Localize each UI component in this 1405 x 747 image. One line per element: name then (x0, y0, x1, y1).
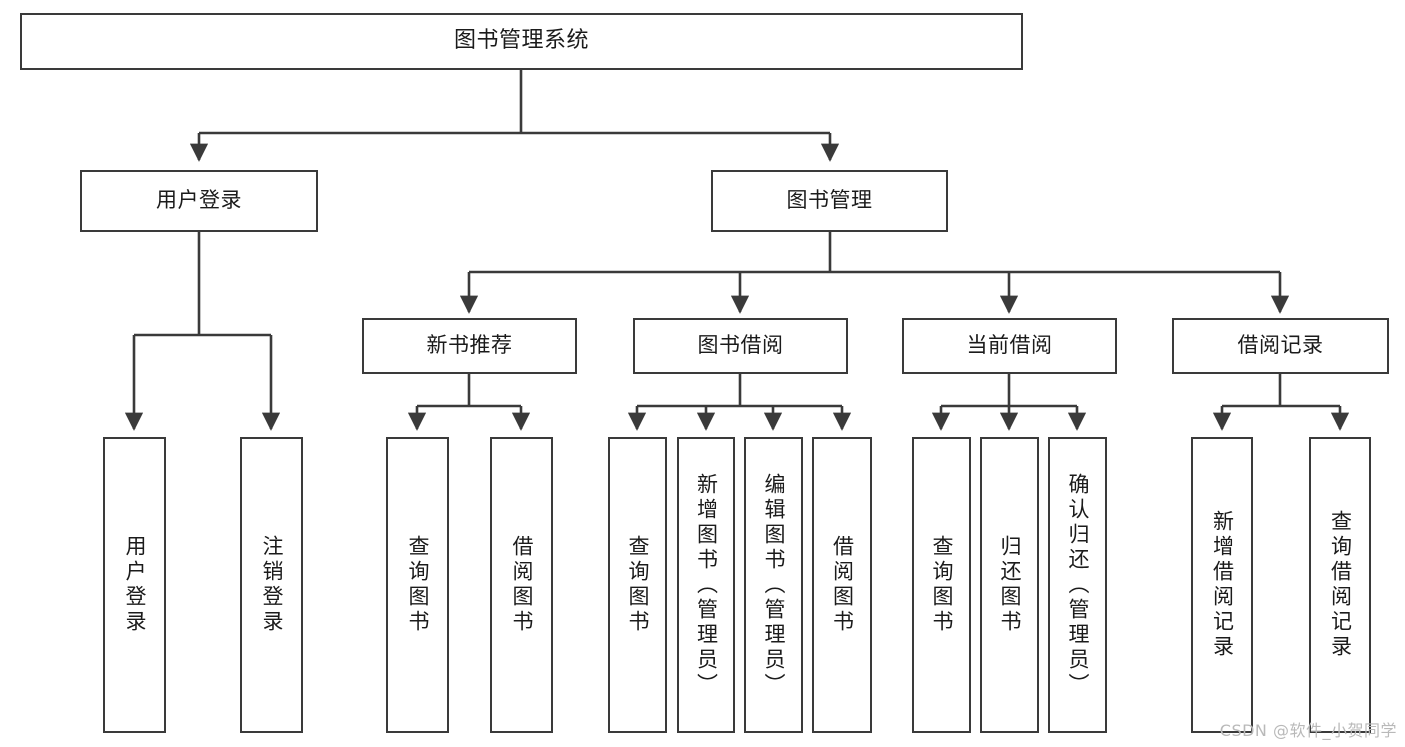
leaf-record-query-borrow-record[interactable]: 查询借阅记录 (1309, 437, 1371, 733)
node-label: 借阅记录 (1237, 333, 1324, 358)
node-borrow-record[interactable]: 借阅记录 (1172, 318, 1389, 374)
leaf-borrow-borrow-book[interactable]: 借阅图书 (812, 437, 872, 733)
leaf-current-confirm-return-admin[interactable]: 确认归还（管理员） (1048, 437, 1107, 733)
leaf-borrow-edit-book-admin[interactable]: 编辑图书（管理员） (744, 437, 803, 733)
node-root-book-management-system[interactable]: 图书管理系统 (20, 13, 1023, 70)
leaf-user-login-signin[interactable]: 用户登录 (103, 437, 166, 733)
node-label: 新增图书（管理员） (694, 472, 719, 698)
node-current-borrow[interactable]: 当前借阅 (902, 318, 1117, 374)
node-label: 新增借阅记录 (1210, 510, 1235, 660)
node-label: 借阅图书 (510, 535, 534, 635)
node-label: 用户登录 (156, 188, 242, 213)
node-label: 查询图书 (626, 535, 650, 635)
node-label: 图书管理 (786, 188, 873, 213)
node-label: 确认归还（管理员） (1066, 472, 1090, 698)
node-label: 编辑图书（管理员） (762, 472, 786, 698)
leaf-current-return-book[interactable]: 归还图书 (980, 437, 1039, 733)
node-book-management[interactable]: 图书管理 (711, 170, 948, 232)
node-label: 归还图书 (998, 535, 1022, 635)
leaf-recommend-borrow-book[interactable]: 借阅图书 (490, 437, 553, 733)
leaf-borrow-query-book[interactable]: 查询图书 (608, 437, 667, 733)
node-label: 查询图书 (406, 535, 430, 635)
node-label: 当前借阅 (966, 333, 1053, 358)
leaf-borrow-add-book-admin[interactable]: 新增图书（管理员） (677, 437, 735, 733)
node-new-book-recommend[interactable]: 新书推荐 (362, 318, 577, 374)
node-label: 图书管理系统 (453, 28, 589, 54)
leaf-user-login-signout[interactable]: 注销登录 (240, 437, 303, 733)
leaf-record-add-borrow-record[interactable]: 新增借阅记录 (1191, 437, 1253, 733)
node-label: 查询图书 (930, 535, 954, 635)
node-label: 查询借阅记录 (1328, 510, 1353, 660)
leaf-recommend-query-book[interactable]: 查询图书 (386, 437, 449, 733)
csdn-watermark: CSDN @软件_小贺同学 (1219, 721, 1397, 740)
node-label: 图书借阅 (697, 333, 784, 358)
node-label: 注销登录 (260, 535, 284, 635)
node-book-borrow[interactable]: 图书借阅 (633, 318, 848, 374)
node-label: 新书推荐 (426, 333, 513, 358)
leaf-current-query-book[interactable]: 查询图书 (912, 437, 971, 733)
node-label: 用户登录 (123, 535, 147, 635)
node-label: 借阅图书 (830, 535, 855, 635)
node-user-login[interactable]: 用户登录 (80, 170, 318, 232)
